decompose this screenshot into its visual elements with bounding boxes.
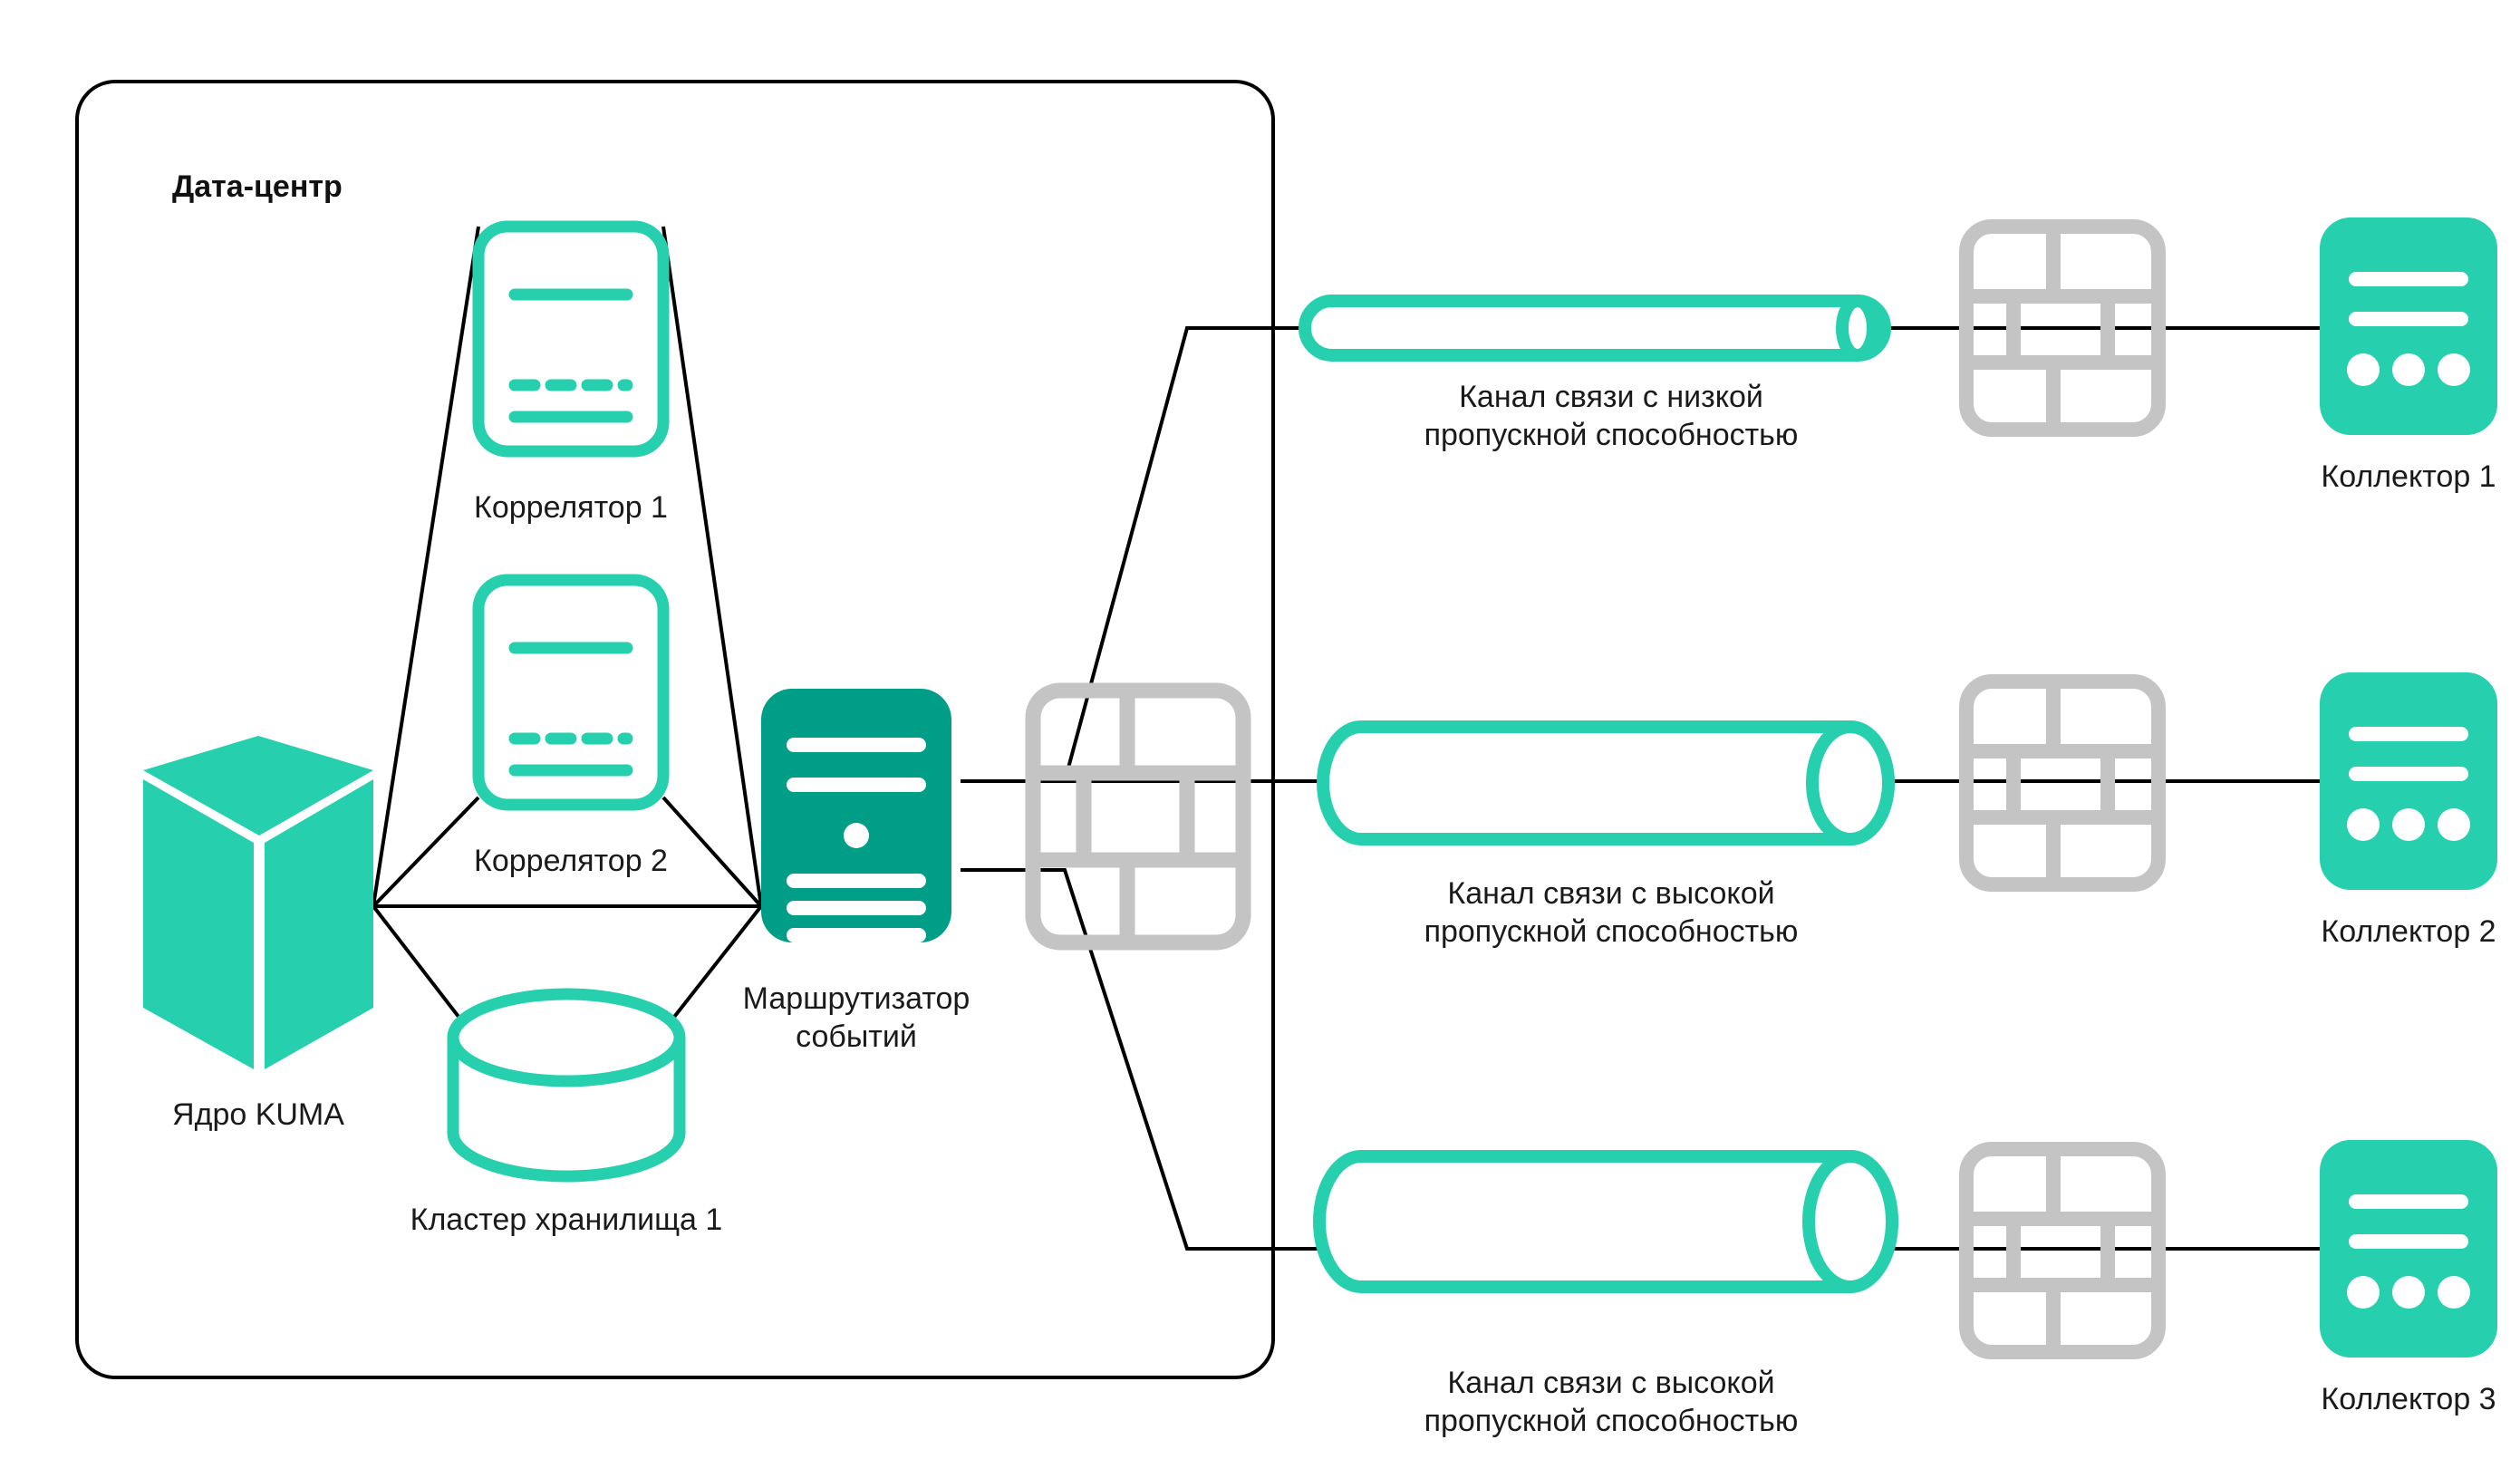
channel-2-label-line2: пропускной способностью [1424, 914, 1799, 949]
collector-icon-dot-1 [2347, 1276, 2380, 1309]
channel-1-label-line1: Канал связи с низкой [1459, 380, 1763, 414]
collector-icon-dot-2 [2392, 1276, 2425, 1309]
collector-icon-dot-2 [2392, 808, 2425, 841]
node-label-collector-2: Коллектор 2 [2321, 914, 2496, 949]
link-storage-router [660, 904, 763, 1035]
firewall-1[interactable] [1959, 219, 2166, 437]
link-correlator1-router [661, 226, 763, 907]
database-icon-top [447, 988, 686, 1087]
firewall-brick-icon-frame [1959, 1142, 2166, 1359]
node-label-kuma-core: Ядро KUMA [172, 1097, 344, 1132]
pipe-thin-icon-cap [1836, 295, 1879, 362]
node-label-event-router-line1: Маршрутизатор [743, 981, 970, 1016]
correlator-icon-body [472, 220, 670, 458]
firewall-2[interactable] [1959, 674, 2166, 892]
cube-icon-face-left [143, 779, 254, 1069]
channel-1[interactable]: Канал связи с низкой пропускной способно… [1299, 295, 1891, 452]
firewall-brick-icon-frame [1959, 219, 2166, 437]
pipe-thick-icon-cap [1802, 1150, 1898, 1293]
pipe-thin-icon-body [1299, 295, 1891, 362]
node-collector-2[interactable]: Коллектор 2 [2320, 672, 2497, 949]
node-collector-1[interactable]: Коллектор 1 [2320, 217, 2497, 494]
data-center-label: Дата-центр [172, 169, 343, 204]
node-correlator-2[interactable]: Коррелятор 2 [472, 574, 670, 878]
channel-2-label-line1: Канал связи с высокой [1447, 876, 1774, 911]
node-storage-cluster-1[interactable]: Кластер хранилища 1 [410, 988, 723, 1237]
node-correlator-1[interactable]: Коррелятор 1 [472, 220, 670, 525]
collector-icon-dot-1 [2347, 808, 2380, 841]
node-label-correlator-1: Коррелятор 1 [474, 490, 668, 525]
firewall-3[interactable] [1959, 1142, 2166, 1359]
node-collector-3[interactable]: Коллектор 3 [2320, 1140, 2497, 1416]
link-core-storage [372, 904, 473, 1035]
node-kuma-core[interactable]: Ядро KUMA [143, 736, 373, 1132]
collector-icon-dot-3 [2438, 353, 2470, 386]
collector-icon-dot-1 [2347, 353, 2380, 386]
node-label-correlator-2: Коррелятор 2 [474, 844, 668, 878]
firewall-brick-icon-frame [1959, 674, 2166, 892]
correlator-icon-body [472, 574, 670, 811]
node-label-collector-1: Коллектор 1 [2321, 459, 2496, 494]
channel-3-label-line1: Канал связи с высокой [1447, 1366, 1774, 1400]
pipe-thick-icon-cap [1806, 720, 1895, 845]
collector-icon-dot-3 [2438, 808, 2470, 841]
firewall-internal[interactable] [1025, 682, 1251, 951]
cube-icon-face-top [143, 736, 373, 836]
firewall-brick-icon-frame [1025, 682, 1251, 951]
channel-2[interactable]: Канал связи с высокой пропускной способн… [1317, 720, 1895, 949]
internal-links [372, 226, 763, 1035]
pipe-thick-icon-body [1317, 720, 1895, 845]
node-label-event-router-line2: событий [796, 1019, 917, 1054]
collector-icon-dot-2 [2392, 353, 2425, 386]
link-core-correlator1 [372, 226, 480, 907]
cube-icon-face-right [265, 779, 373, 1069]
channel-3[interactable]: Канал связи с высокой пропускной способн… [1313, 1150, 1898, 1438]
node-label-collector-3: Коллектор 3 [2321, 1382, 2496, 1416]
link-core-correlator2 [372, 796, 480, 908]
link-correlator2-router [661, 796, 763, 908]
channel-3-label-line2: пропускной способностью [1424, 1404, 1799, 1438]
node-event-router[interactable]: Маршрутизатор событий [743, 689, 970, 1054]
collector-icon-dot-3 [2438, 1276, 2470, 1309]
data-center-boundary [75, 80, 1275, 1379]
channel-1-label-line2: пропускной способностью [1424, 418, 1799, 452]
server-icon-led [844, 823, 869, 848]
node-label-storage-cluster-1: Кластер хранилища 1 [410, 1203, 723, 1237]
